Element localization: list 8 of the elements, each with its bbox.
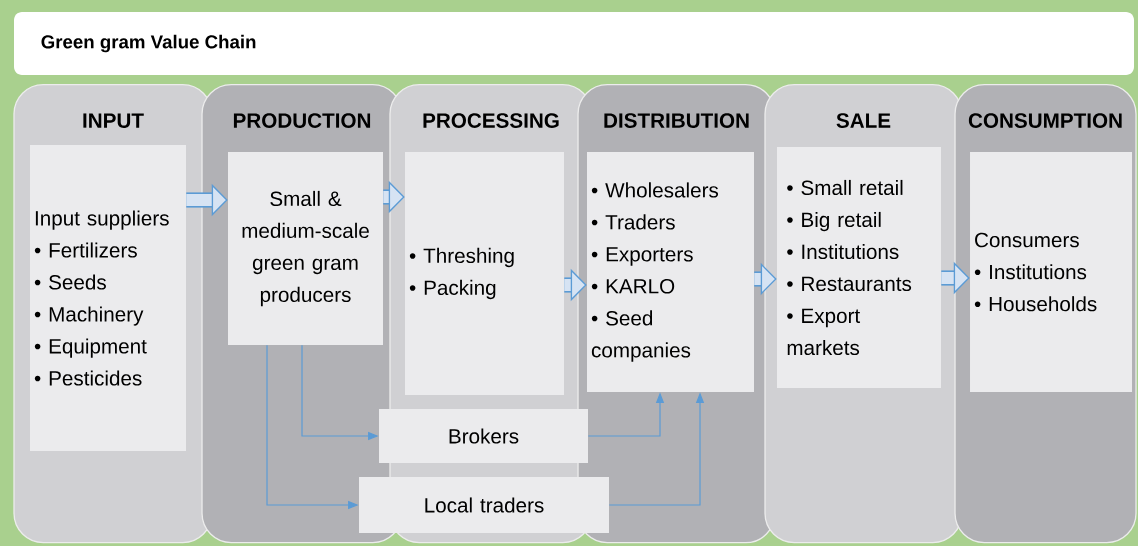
- title-bar: Green gram Value Chain: [14, 12, 1134, 75]
- stage-box: • Wholesalers • Traders • Exporters • KARLO • Seed companies: [587, 152, 754, 392]
- stage-box: Small & medium-scale green gram producers: [228, 152, 383, 345]
- stage-box: • Threshing • Packing: [405, 152, 564, 395]
- stage-box: • Small retail • Big retail • Institutions • Restaurants • Export markets: [777, 147, 941, 388]
- stage-box: Input suppliers • Fertilizers • Seeds • Machinery • Equipment • Pesticides: [30, 145, 186, 451]
- actor-box: Local traders: [359, 477, 609, 533]
- stage-box: Consumers • Institutions • Households: [970, 152, 1132, 392]
